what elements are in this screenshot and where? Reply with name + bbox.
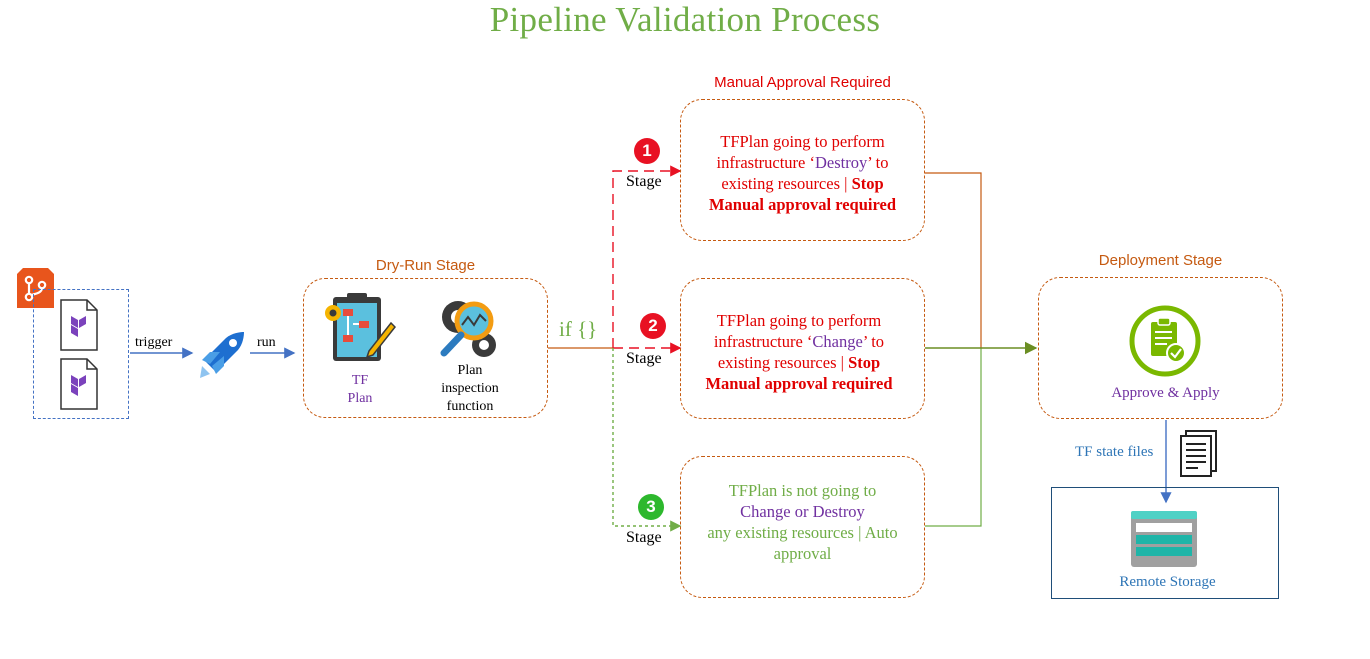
deployment-title: Deployment Stage xyxy=(1098,252,1223,269)
tf-plan-label-line: TF xyxy=(351,373,369,388)
condition-line: infrastructure ‘Destroy’ to xyxy=(716,153,889,172)
merge-from-stage-3 xyxy=(925,348,982,527)
condition-box-1 xyxy=(680,99,925,241)
remote-storage-label: Remote Storage xyxy=(1119,574,1216,590)
terraform-file-icon xyxy=(59,357,99,411)
stage-label-3: Stage xyxy=(626,529,662,546)
tf-plan-icon xyxy=(323,291,397,365)
terraform-file-icon xyxy=(59,298,99,352)
plan-inspection-label-line: Plan xyxy=(457,363,483,378)
if-condition-label: if {} xyxy=(559,317,598,341)
condition-box-3 xyxy=(680,456,925,598)
condition-line: existing resources | Stop xyxy=(717,353,881,372)
condition-box-2 xyxy=(680,278,925,419)
condition-line: approval xyxy=(773,544,832,563)
pipelines-icon xyxy=(196,330,246,380)
condition-line: any existing resources | Auto xyxy=(707,523,898,542)
condition-line: Manual approval required xyxy=(708,195,897,214)
destroy-keyword: Destroy xyxy=(815,153,868,172)
branch-to-stage-1 xyxy=(612,165,682,348)
stop-keyword: Stop xyxy=(848,353,881,372)
tf-plan-label-line: Plan xyxy=(347,391,373,406)
trigger-label: trigger xyxy=(135,335,173,350)
merge-from-stage-1 xyxy=(925,172,982,348)
branch-to-stage-3 xyxy=(612,348,682,532)
tf-plan-label: TF Plan xyxy=(323,372,397,408)
stage-badge-3: 3 xyxy=(638,494,664,520)
stage-label-1: Stage xyxy=(626,173,662,190)
condition-line: TFPlan is not going to xyxy=(728,481,877,500)
plan-inspection-label: Plan inspection function xyxy=(428,362,512,416)
repository-icon xyxy=(17,268,54,308)
condition-text-3: TFPlan is not going to Change or Destroy… xyxy=(680,480,925,564)
deployment-stage-box xyxy=(1038,277,1283,419)
run-label: run xyxy=(257,335,276,350)
storage-icon xyxy=(1131,511,1197,567)
condition-text-2: TFPlan going to perform infrastructure ‘… xyxy=(680,310,918,394)
terraform-files-group xyxy=(33,289,129,419)
plan-inspection-label-line: inspection xyxy=(441,381,499,396)
condition-text-1: TFPlan going to perform infrastructure ‘… xyxy=(680,131,925,215)
condition-line: Change or Destroy xyxy=(740,502,865,521)
dry-run-stage-box xyxy=(303,278,548,418)
stop-keyword: Stop xyxy=(851,174,884,193)
condition-line: TFPlan going to perform xyxy=(720,132,885,151)
manual-approval-title: Manual Approval Required xyxy=(714,74,891,91)
stage-label-2: Stage xyxy=(626,350,662,367)
condition-line: existing resources | Stop xyxy=(721,174,884,193)
plan-inspection-label-line: function xyxy=(446,399,494,414)
condition-line: Manual approval required xyxy=(705,374,893,393)
condition-line: infrastructure ‘Change’ to xyxy=(713,332,885,351)
state-document-icon xyxy=(1178,429,1220,477)
dry-run-title: Dry-Run Stage xyxy=(375,257,476,274)
remote-storage-box xyxy=(1051,487,1279,599)
stage-badge-2: 2 xyxy=(640,313,666,339)
approve-checklist-icon xyxy=(1129,305,1201,377)
condition-line: TFPlan going to perform xyxy=(716,311,882,330)
stage-badge-1: 1 xyxy=(634,138,660,164)
plan-inspection-icon xyxy=(436,295,502,361)
approve-apply-label: Approve & Apply xyxy=(1111,385,1220,401)
tf-state-files-label: TF state files xyxy=(1075,444,1154,460)
change-keyword: Change xyxy=(812,332,863,351)
page-title: Pipeline Validation Process xyxy=(489,0,881,39)
